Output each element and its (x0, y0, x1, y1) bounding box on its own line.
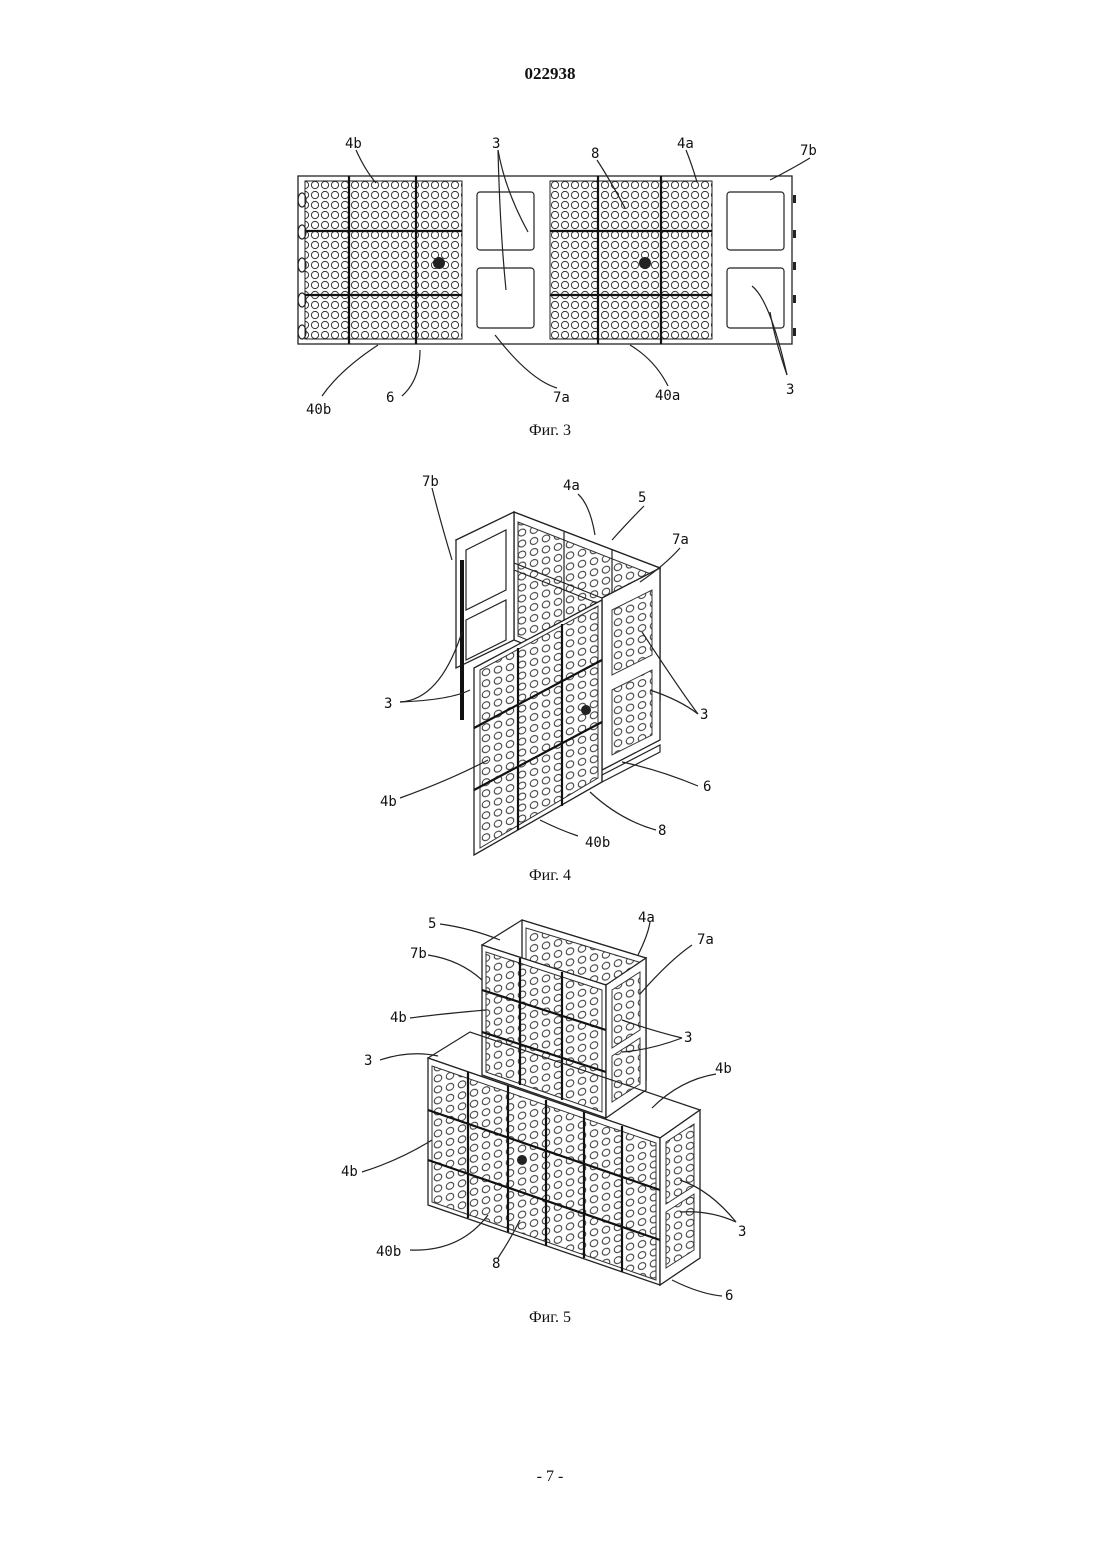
fig3-label-3-top: 3 (492, 136, 500, 152)
fig5-label-8: 8 (492, 1256, 500, 1272)
fig5-label-7b: 7b (410, 946, 427, 962)
fig5-label-3-left: 3 (364, 1053, 372, 1069)
fig3-label-40b: 40b (306, 402, 331, 418)
fig5-label-4b-right: 4b (715, 1061, 732, 1077)
figure-4-drawing (400, 488, 698, 855)
fig5-label-4b-left: 4b (341, 1164, 358, 1180)
fig5-label-3-mid: 3 (684, 1030, 692, 1046)
fig5-label-5: 5 (428, 916, 436, 932)
fig4-label-3-right: 3 (700, 707, 708, 723)
figure-3-drawing (298, 150, 810, 396)
fig5-label-6: 6 (725, 1288, 733, 1304)
fig4-label-3-left: 3 (384, 696, 392, 712)
fig4-label-8: 8 (658, 823, 666, 839)
fig4-label-4b: 4b (380, 794, 397, 810)
fig5-label-40b: 40b (376, 1244, 401, 1260)
fig4-label-7b: 7b (422, 474, 439, 490)
figure-5-caption: Фиг. 5 (0, 1309, 1100, 1327)
fig3-label-7a: 7a (553, 390, 570, 406)
fig3-label-4b: 4b (345, 136, 362, 152)
fig3-label-6: 6 (386, 390, 394, 406)
page-number: - 7 - (0, 1468, 1100, 1486)
figure-4-caption: Фиг. 4 (0, 867, 1100, 885)
fig5-label-4a: 4a (638, 910, 655, 926)
fig3-label-3-bottom: 3 (786, 382, 794, 398)
figure-5-drawing (362, 920, 736, 1296)
fig5-label-7a: 7a (697, 932, 714, 948)
fig5-label-4b-top: 4b (390, 1010, 407, 1026)
fig5-label-3-right: 3 (738, 1224, 746, 1240)
fig4-label-5: 5 (638, 490, 646, 506)
fig3-label-7b: 7b (800, 143, 817, 159)
fig3-label-40a: 40a (655, 388, 680, 404)
fig4-label-4a: 4a (563, 478, 580, 494)
fig3-label-8: 8 (591, 146, 599, 162)
figure-3-caption: Фиг. 3 (0, 422, 1100, 440)
fig4-label-6: 6 (703, 779, 711, 795)
fig3-label-4a: 4a (677, 136, 694, 152)
fig4-label-40b: 40b (585, 835, 610, 851)
fig4-label-7a: 7a (672, 532, 689, 548)
fig3-perforated-panel-4a (550, 181, 712, 339)
